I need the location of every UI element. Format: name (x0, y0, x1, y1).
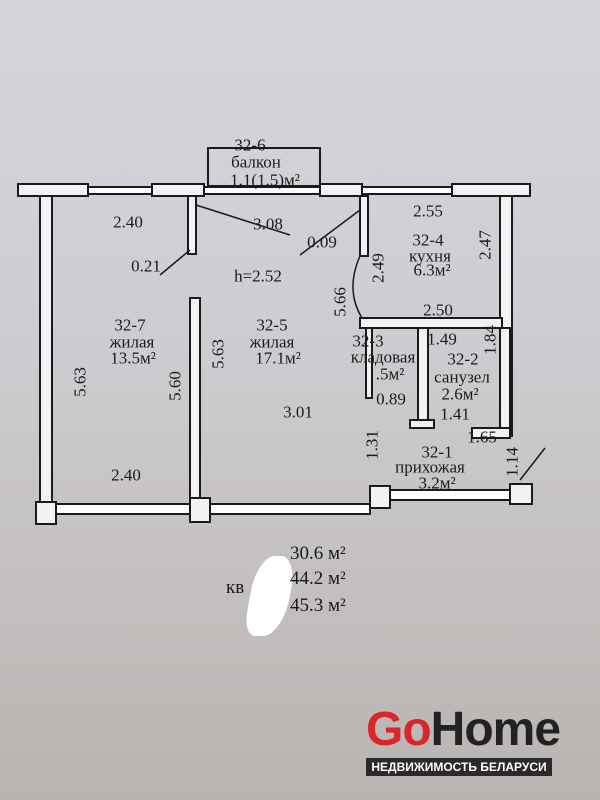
dimension: 5.66 (330, 287, 350, 317)
room-area: 6.3м² (413, 260, 451, 280)
balcony-area: 1.1(1.5)м² (230, 170, 300, 190)
room-name: санузел (434, 367, 490, 387)
room-id: 32-4 (412, 230, 444, 250)
balcony-name: балкон (231, 152, 281, 172)
dimension: 0.89 (376, 389, 406, 409)
logo-tagline: НЕДВИЖИМОСТЬ БЕЛАРУСИ (366, 758, 552, 776)
dimension: 2.40 (111, 465, 141, 485)
dimension: 2.55 (413, 201, 443, 221)
dimension: 0.09 (307, 232, 337, 252)
total-area: 44.2 м² (290, 568, 346, 589)
room-id: 32-5 (256, 315, 288, 335)
dimension: 5.60 (165, 371, 185, 401)
dimension: 3.01 (283, 402, 313, 422)
room-name: кухня (409, 246, 451, 266)
dimension: 2.50 (423, 300, 453, 320)
dimension: 2.49 (368, 253, 388, 283)
logo-home: Home (430, 703, 561, 756)
ceiling-height: h=2.52 (234, 266, 282, 286)
dimension: 1.14 (502, 447, 522, 477)
room-id: 32-7 (114, 315, 146, 335)
dimension: 2.47 (475, 230, 495, 260)
dimension: 0.21 (131, 256, 161, 276)
room-id: 32-3 (352, 331, 384, 351)
room-area: 17.1м² (255, 348, 301, 368)
totals-prefix: кв (226, 577, 245, 598)
dimension: 2.40 (113, 212, 143, 232)
room-name: жилая (249, 332, 295, 352)
balcony-id: 32-6 (234, 135, 266, 155)
room-area: 13.5м² (110, 348, 156, 368)
total-area-with-balcony: 45.3 м² (290, 595, 346, 616)
room-area: 3.2м² (418, 473, 456, 493)
dimension: 3.08 (253, 214, 283, 234)
gohome-logo: GoHome (366, 703, 561, 756)
dimension: 1.84 (480, 325, 500, 355)
room-area: .5м² (375, 364, 405, 384)
room-name: кладовая (350, 347, 416, 367)
logo-go: Go (366, 703, 432, 756)
room-id: 32-1 (421, 442, 453, 462)
living-area: 30.6 м² (290, 543, 346, 564)
room-area: 2.6м² (441, 384, 479, 404)
dimension: 1.65 (467, 427, 497, 447)
dimension: 5.63 (208, 339, 228, 369)
room-name: жилая (109, 332, 155, 352)
dimension: 1.31 (362, 430, 382, 460)
room-id: 32-2 (447, 349, 479, 369)
dimension: 5.63 (70, 367, 90, 397)
dimension: 1.41 (440, 404, 470, 424)
room-name: прихожая (395, 457, 465, 477)
dimension: 1.49 (427, 329, 457, 349)
